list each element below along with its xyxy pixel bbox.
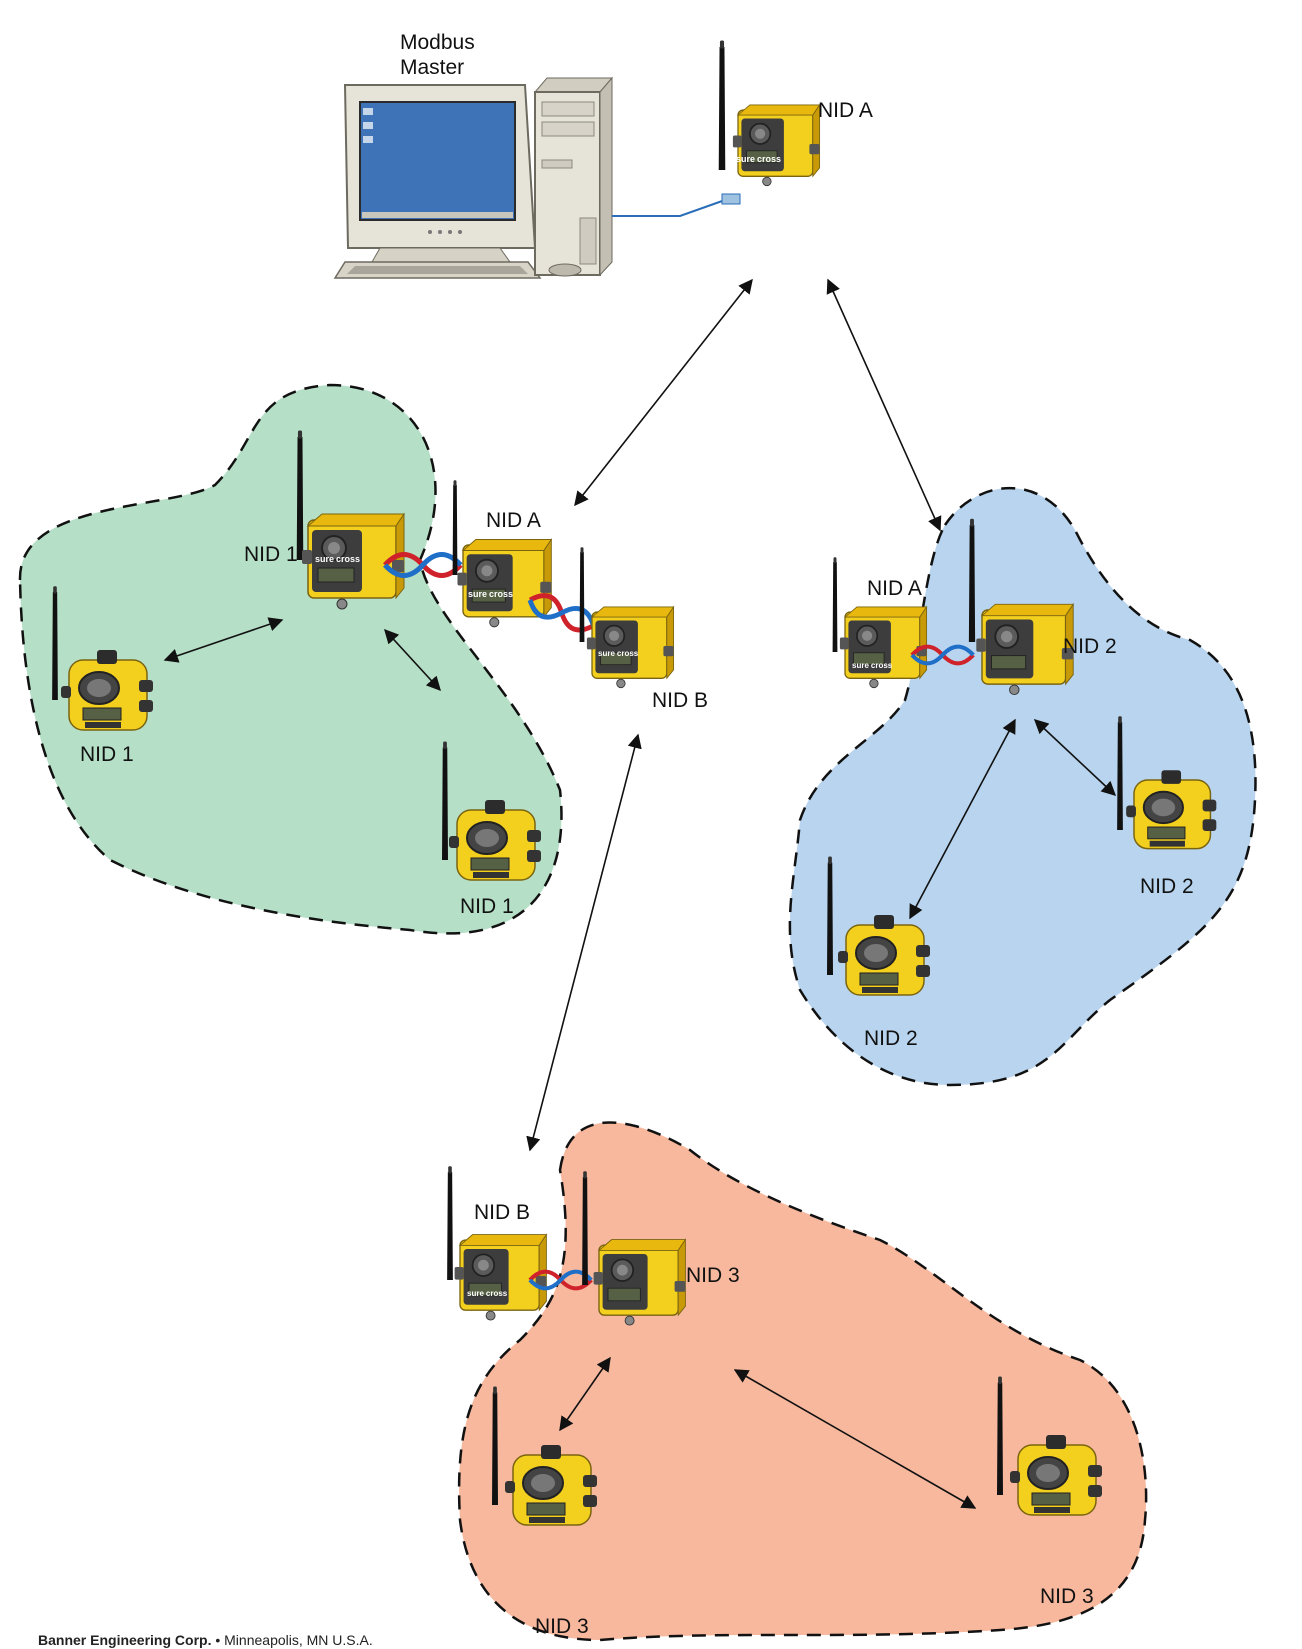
label-blue-nid-a: NID A — [867, 577, 922, 600]
mid-nid-a-device — [452, 480, 553, 628]
label-green-node-left: NID 1 — [80, 743, 134, 766]
modbus-master-label-line1: Modbus — [400, 31, 475, 54]
label-mid-nid-a: NID A — [486, 509, 541, 532]
label-blue-gateway: NID 2 — [1063, 635, 1117, 658]
footer-credit: Banner Engineering Corp. • Minneapolis, … — [38, 1632, 373, 1648]
ethernet-plug — [721, 193, 741, 205]
modbus-master-label-line2: Master — [400, 56, 465, 79]
link-blue-right — [1033, 719, 1117, 796]
label-blue-node-bottom: NID 2 — [864, 1027, 918, 1050]
modbus-master-computer — [333, 76, 741, 279]
label-orange-node-left: NID 3 — [535, 1615, 589, 1638]
label-orange-nid-b: NID B — [474, 1201, 531, 1224]
crt-monitor — [343, 84, 537, 263]
link-orange-left — [559, 1356, 611, 1432]
label-orange-gateway: NID 3 — [686, 1264, 740, 1287]
link-green-bottom — [384, 628, 441, 692]
link-top-to-blue-nid-2 — [826, 278, 942, 532]
link-blue-bottom — [909, 718, 1016, 920]
link-orange-right — [733, 1369, 977, 1509]
label-orange-node-right: NID 3 — [1040, 1585, 1094, 1608]
pc-tower — [533, 76, 614, 277]
keyboard — [333, 261, 542, 279]
link-top-to-mid-nid-a — [574, 278, 753, 507]
green-network-region — [18, 383, 563, 935]
label-top-nid-a: NID A — [818, 99, 873, 122]
label-blue-node-right: NID 2 — [1140, 875, 1194, 898]
link-green-left — [163, 617, 284, 663]
footer-company: Banner Engineering Corp. — [38, 1632, 212, 1648]
label-green-node-bottom: NID 1 — [460, 895, 514, 918]
label-green-gateway: NID 1 — [244, 543, 298, 566]
link-mid-nid-b-to-orange — [526, 733, 642, 1152]
mid-nid-b-device — [579, 547, 675, 689]
modbus-master-label: Modbus Master — [400, 31, 475, 79]
orange-network-region — [457, 1121, 1148, 1642]
mid-serial-cable — [526, 590, 597, 635]
ethernet-cable — [612, 199, 726, 217]
label-mid-nid-b: NID B — [652, 689, 709, 712]
footer-location: • Minneapolis, MN U.S.A. — [211, 1632, 373, 1648]
